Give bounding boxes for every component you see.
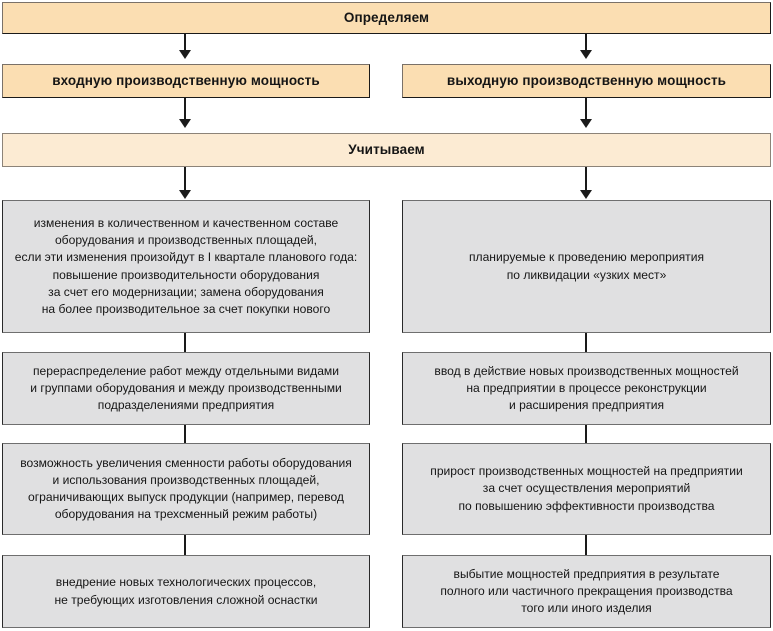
connector-root-to-right <box>585 34 587 56</box>
arrowhead-consider-to-left-col-icon <box>179 190 191 199</box>
arrowhead-root-to-right-icon <box>580 50 592 59</box>
connector-left-2-to-3 <box>184 425 186 443</box>
node-left-1: изменения в количественном и качественно… <box>2 200 370 333</box>
connector-output-to-consider <box>585 98 587 124</box>
node-right-4-label: выбытие мощностей предприятия в результа… <box>440 566 733 616</box>
connector-right-3-to-4 <box>585 535 587 555</box>
node-output-capacity-label: выходную производственную мощность <box>446 73 727 89</box>
node-left-2: перераспределение работ между отдельными… <box>2 352 370 425</box>
connector-left-1-to-2 <box>184 333 186 352</box>
connector-left-3-to-4 <box>184 535 186 555</box>
node-left-2-label: перераспределение работ между отдельными… <box>30 363 342 413</box>
connector-consider-to-left-col <box>184 167 186 192</box>
node-left-4-label: внедрение новых технологических процессо… <box>54 575 318 607</box>
connector-consider-to-right-col <box>585 167 587 192</box>
connector-root-to-left <box>184 34 186 56</box>
node-right-3: прирост производственных мощностей на пр… <box>402 443 771 535</box>
node-consider-uchityvaem: Учитываем <box>2 133 771 167</box>
arrowhead-input-to-consider-icon <box>179 119 191 128</box>
node-left-3: возможность увеличения сменности работы … <box>2 443 370 535</box>
node-right-3-label: прирост производственных мощностей на пр… <box>430 464 743 513</box>
node-input-capacity-label: входную производственную мощность <box>52 73 320 89</box>
arrowhead-root-to-left-icon <box>179 50 191 59</box>
connector-right-2-to-3 <box>585 425 587 443</box>
node-left-1-label: изменения в количественном и качественно… <box>14 215 358 316</box>
node-right-2-label: ввод в действие новых производственных м… <box>434 363 739 413</box>
node-left-4: внедрение новых технологических процессо… <box>2 555 370 628</box>
node-input-capacity: входную производственную мощность <box>2 64 370 98</box>
arrowhead-consider-to-right-col-icon <box>580 190 592 199</box>
node-right-4: выбытие мощностей предприятия в результа… <box>402 555 771 628</box>
connector-input-to-consider <box>184 98 186 124</box>
node-right-1-label: планируемые к проведению мероприятия по … <box>468 250 705 282</box>
node-output-capacity: выходную производственную мощность <box>402 64 771 98</box>
node-root-label: Определяем <box>343 10 430 26</box>
connector-right-1-to-2 <box>585 333 587 352</box>
node-left-3-label: возможность увеличения сменности работы … <box>20 455 352 522</box>
node-consider-label: Учитываем <box>348 142 425 158</box>
node-root-opredelyaem: Определяем <box>2 2 771 34</box>
arrowhead-output-to-consider-icon <box>580 119 592 128</box>
node-right-1: планируемые к проведению мероприятия по … <box>402 200 771 333</box>
node-right-2: ввод в действие новых производственных м… <box>402 352 771 425</box>
